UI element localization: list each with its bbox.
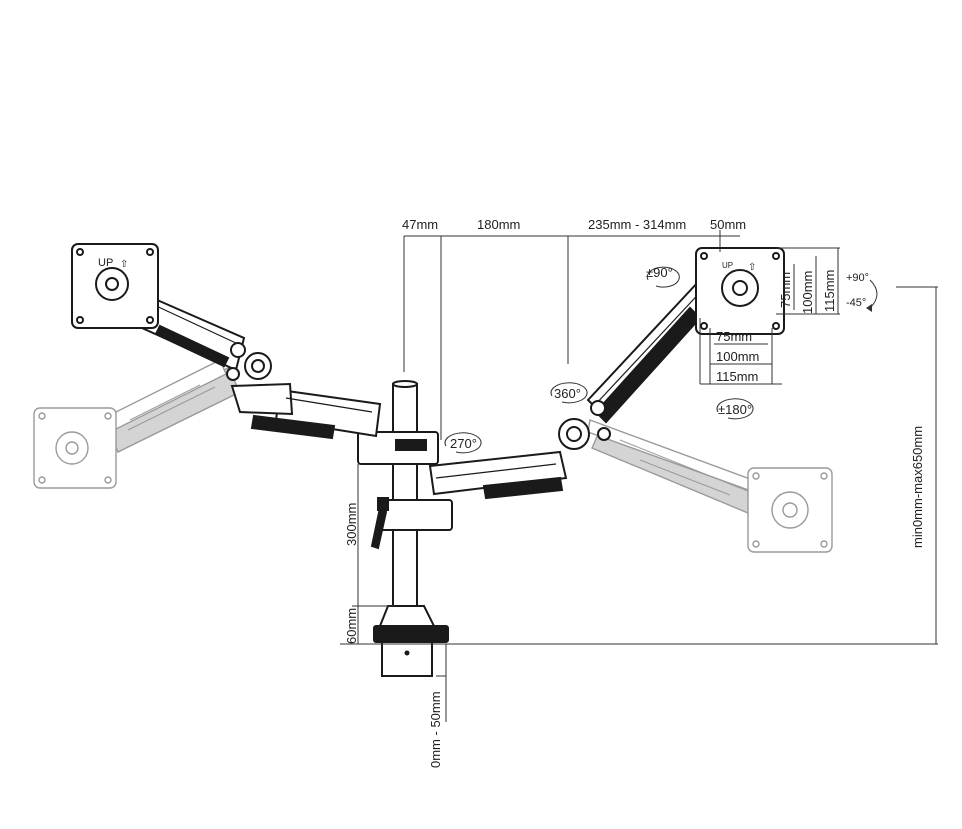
vesa-h-75mm: 75mm bbox=[716, 329, 752, 344]
ghost-right-plate bbox=[747, 467, 833, 553]
lower-collar bbox=[370, 497, 453, 550]
dim-60mm: 60mm bbox=[344, 608, 359, 644]
tilt-up-label: +90° bbox=[846, 272, 869, 284]
dim-180mm: 180mm bbox=[477, 217, 520, 232]
dim-height-range: min0mm-max650mm bbox=[910, 426, 925, 548]
left-plate-up-arrow-icon: ⇧ bbox=[120, 259, 128, 270]
dim-300mm: 300mm bbox=[344, 503, 359, 546]
left-lower-arm bbox=[230, 382, 382, 440]
vesa-v-100mm: 100mm bbox=[800, 271, 815, 314]
rotation-360-indicator: 360° bbox=[550, 382, 588, 404]
dim-50mm: 50mm bbox=[710, 217, 746, 232]
pole-height-dims bbox=[340, 286, 938, 722]
vesa-vertical-dims bbox=[776, 247, 840, 315]
rotation-180-indicator: ±180° bbox=[716, 398, 754, 420]
ghost-left-plate bbox=[33, 407, 117, 489]
rotation-270-label: 270° bbox=[450, 436, 477, 451]
rotation-270-indicator: 270° bbox=[444, 432, 482, 454]
base-clamp bbox=[373, 605, 449, 677]
right-plate-up-label: UP bbox=[722, 261, 733, 270]
vesa-v-115mm: 115mm bbox=[822, 270, 837, 312]
right-upper-arm bbox=[586, 278, 720, 441]
rotation-90-indicator: ±90° bbox=[646, 265, 680, 288]
vesa-h-100mm: 100mm bbox=[716, 349, 759, 364]
dim-235-314mm: 235mm - 314mm bbox=[588, 217, 686, 232]
right-lower-arm bbox=[428, 418, 590, 500]
rotation-180-label: ±180° bbox=[718, 402, 752, 417]
rotation-360-label: 360° bbox=[554, 386, 581, 401]
vesa-horizontal-dims bbox=[699, 318, 782, 385]
dim-47mm: 47mm bbox=[402, 217, 438, 232]
rotation-90-label: ±90° bbox=[646, 265, 673, 280]
tilt-indicator: +90° -45° bbox=[846, 272, 878, 312]
ghost-left-arm bbox=[99, 359, 241, 453]
left-plate-up-label: UP bbox=[98, 257, 113, 269]
vesa-h-115mm: 115mm bbox=[716, 369, 758, 384]
right-plate-up-arrow-icon: ⇧ bbox=[748, 262, 756, 273]
vesa-v-75mm: 75mm bbox=[778, 272, 793, 308]
pole bbox=[392, 380, 418, 607]
upper-collar bbox=[357, 431, 439, 465]
tilt-down-label: -45° bbox=[846, 297, 866, 309]
left-vesa-plate: UP ⇧ bbox=[71, 243, 159, 329]
dim-desk-thickness: 0mm - 50mm bbox=[428, 691, 443, 768]
right-vesa-plate: UP ⇧ bbox=[695, 247, 785, 335]
top-dimension-lines bbox=[403, 230, 740, 440]
